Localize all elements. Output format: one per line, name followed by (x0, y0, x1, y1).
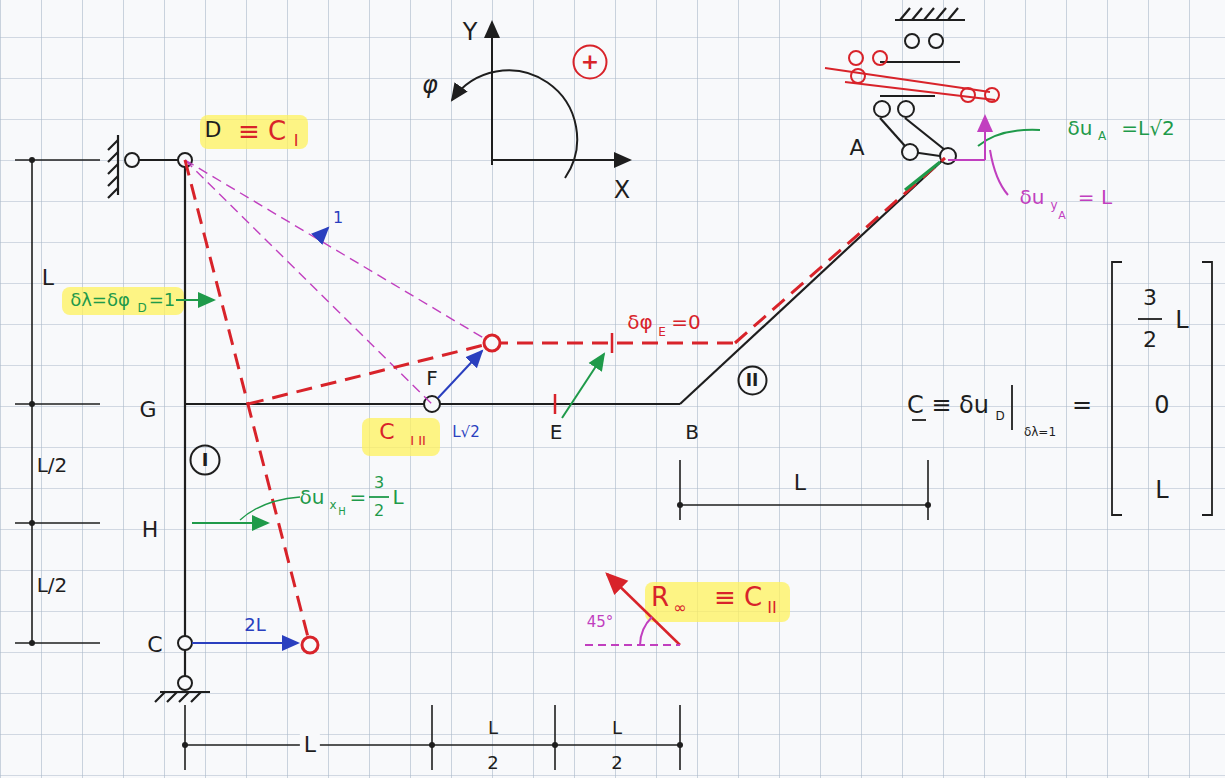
label-text: H (338, 507, 346, 517)
label-text: Y (463, 20, 478, 44)
label-text: 1 (333, 210, 343, 226)
label-text: L (392, 487, 403, 507)
label-text: δu (1068, 118, 1093, 138)
label-text: I II (410, 434, 426, 447)
label-text: = (350, 487, 367, 507)
label-text: L/2 (37, 455, 68, 475)
label-text: 2L (244, 616, 265, 634)
label-text: δu (1020, 187, 1045, 207)
label-text: ≡ C (238, 118, 286, 144)
label-text: = L (1078, 187, 1112, 207)
label-text: =L√2 (1121, 118, 1174, 138)
label-text: y (1050, 199, 1057, 211)
label-text: L (300, 733, 320, 757)
label-text: H (142, 519, 159, 541)
label-text: 3 (1143, 287, 1157, 309)
label-text: 2 (374, 503, 384, 519)
circled-label: + (572, 44, 608, 80)
label-text: ∞ (673, 600, 686, 616)
label-text: =0 (671, 312, 700, 332)
label-text: A (849, 137, 864, 159)
label-text: L (42, 267, 54, 289)
label-text: I (294, 133, 299, 149)
label-text: C ≡ δu (907, 393, 989, 417)
label-text: E (550, 422, 563, 442)
label-text: R (651, 584, 669, 610)
label-text: L (612, 719, 622, 737)
label-text: D (205, 119, 222, 141)
label-text: L (794, 472, 806, 494)
circle-text: II (746, 372, 759, 389)
label-text: L/2 (37, 575, 68, 595)
label-text: II (767, 600, 776, 616)
label-text: D (137, 302, 146, 314)
label-text: δλ=δφ (70, 291, 130, 309)
label-text: δφ (627, 312, 652, 332)
circle-text: + (581, 51, 599, 73)
label-text: D (995, 410, 1004, 422)
label-text: A (1058, 210, 1066, 221)
label-text: C (379, 421, 394, 443)
label-text: x (329, 499, 336, 511)
label-text: F (426, 368, 438, 388)
label-text: L (1155, 478, 1168, 502)
label-text: A (1098, 130, 1106, 142)
label-text: 2 (611, 754, 622, 772)
label-text: G (139, 399, 156, 421)
circled-label: II (737, 365, 768, 396)
label-text: L√2 (452, 425, 479, 440)
label-text: =1 (149, 291, 176, 309)
label-text: 0 (1154, 393, 1169, 417)
label-text: B (685, 422, 699, 442)
label-text: E (658, 326, 666, 338)
label-text: ≡ C (714, 584, 762, 610)
label-text: δλ=1 (1024, 426, 1056, 438)
circle-text: I (202, 451, 209, 469)
label-text: 3 (374, 475, 384, 491)
label-text: C (147, 634, 162, 656)
label-text: δu (300, 487, 325, 507)
label-text: X (614, 178, 630, 202)
label-text: L (1175, 308, 1188, 332)
label-text: φ (422, 73, 438, 97)
label-text: = (1072, 393, 1092, 417)
label-text: 2 (1143, 329, 1157, 351)
label-text: 2 (487, 754, 498, 772)
circled-label: I (189, 444, 221, 476)
label-text: 45° (587, 615, 614, 630)
label-text: L (488, 719, 498, 737)
